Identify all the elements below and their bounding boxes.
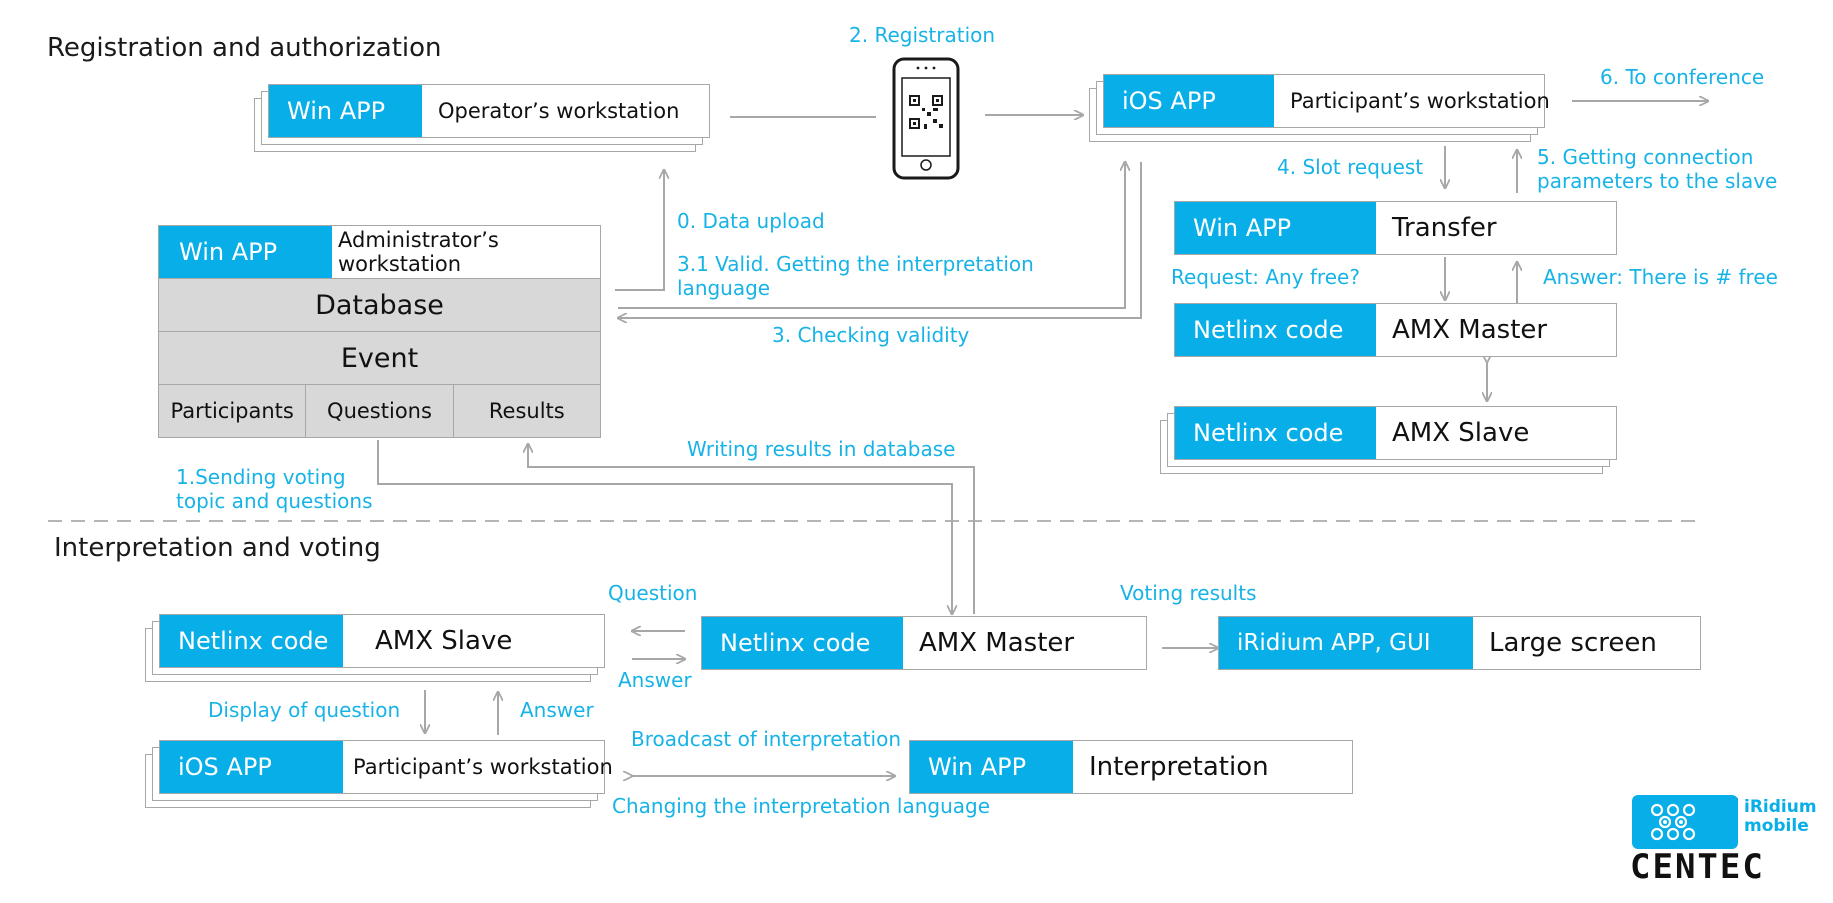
results-cell: Results [453, 385, 600, 437]
operator-workstation-box: Win APP Operator’s workstation [268, 84, 710, 138]
box-tag: iOS APP [160, 741, 343, 793]
box-name: AMX Slave [375, 626, 513, 656]
centec-iridium-logo: iRidium mobile CENTEC [1630, 793, 1817, 887]
centec-wordmark: CENTEC [1630, 847, 1765, 887]
mobile-word: mobile [1744, 816, 1809, 836]
label-data-upload: 0. Data upload [677, 209, 825, 233]
arrow-sending-voting [377, 440, 952, 614]
amx-master-bottom-box: Netlinx code AMX Master [701, 616, 1147, 670]
label-answer-up: Answer [520, 698, 594, 722]
database-cells-row: Participants Questions Results [158, 385, 601, 438]
box-name: Participant’s workstation [1290, 89, 1550, 113]
participant-workstation-top-box: iOS APP Participant’s workstation [1103, 74, 1550, 128]
section-title-registration: Registration and authorization [47, 33, 442, 63]
large-screen-box: iRidium APP, GUI Large screen [1218, 616, 1701, 670]
amx-master-top-box: Netlinx code AMX Master [1174, 303, 1617, 357]
box-tag: Netlinx code [1175, 407, 1376, 459]
label-voting-results: Voting results [1120, 581, 1257, 605]
box-tag: Netlinx code [1175, 304, 1376, 356]
box-tag: Win APP [910, 741, 1073, 793]
label-getting-connection-1: 5. Getting connection [1537, 145, 1754, 169]
database-row: Database [158, 279, 601, 332]
box-tag: Win APP [1175, 202, 1376, 254]
box-tag: iOS APP [1104, 75, 1274, 127]
label-registration: 2. Registration [849, 23, 996, 47]
section-title-interpretation: Interpretation and voting [54, 533, 381, 563]
administrator-database-block: Win APP Administrator’s workstation Data… [158, 225, 601, 438]
box-name: Administrator’s workstation [338, 228, 499, 276]
transfer-box: Win APP Transfer [1174, 201, 1617, 255]
label-slot-request: 4. Slot request [1277, 155, 1424, 179]
label-broadcast: Broadcast of interpretation [631, 727, 901, 751]
label-valid-2: language [677, 276, 771, 300]
label-request-free: Request: Any free? [1171, 265, 1360, 289]
label-question: Question [608, 581, 698, 605]
label-sending-voting-2: topic and questions [176, 489, 373, 513]
iridium-word: iRidium [1744, 797, 1817, 817]
label-answer-right: Answer [618, 668, 692, 692]
label-checking-validity: 3. Checking validity [772, 323, 970, 347]
label-display-question: Display of question [208, 698, 401, 722]
label-sending-voting-1: 1.Sending voting [176, 465, 346, 489]
iridium-logo-mark-icon [1632, 795, 1738, 849]
event-row: Event [158, 332, 601, 385]
participants-cell: Participants [159, 385, 307, 437]
box-tag: iRidium APP, GUI [1219, 617, 1473, 669]
questions-cell: Questions [306, 385, 454, 437]
label-getting-connection-2: parameters to the slave [1537, 169, 1778, 193]
smartphone-qr-icon [892, 57, 960, 180]
box-name: Interpretation [1089, 752, 1269, 782]
arrow-valid-language [618, 162, 1125, 309]
label-to-conference: 6. To conference [1600, 65, 1765, 89]
interpretation-box: Win APP Interpretation [909, 740, 1353, 794]
participant-workstation-bottom-box: iOS APP Participant’s workstation [159, 740, 613, 794]
amx-slave-top-box: Netlinx code AMX Slave [1174, 406, 1617, 460]
administrator-workstation-row: Win APP Administrator’s workstation [158, 225, 601, 279]
box-tag: Win APP [159, 226, 332, 278]
label-changing-language: Changing the interpretation language [612, 794, 990, 818]
box-tag: Win APP [269, 85, 422, 137]
box-name: Operator’s workstation [438, 99, 680, 123]
label-writing-results: Writing results in database [687, 437, 956, 461]
iridium-wordmark: iRidium mobile [1736, 798, 1817, 836]
box-name: Large screen [1489, 628, 1657, 658]
label-valid-1: 3.1 Valid. Getting the interpretation [677, 252, 1034, 276]
arrow-writing-results [528, 444, 975, 614]
arrow-data-upload [615, 170, 664, 291]
box-tag: Netlinx code [702, 617, 903, 669]
box-name: AMX Master [1392, 315, 1548, 345]
box-name: Participant’s workstation [353, 755, 613, 779]
arrow-checking-validity [618, 162, 1142, 318]
label-answer-free: Answer: There is # free [1543, 265, 1778, 289]
box-name: AMX Slave [1392, 418, 1530, 448]
amx-slave-bottom-box: Netlinx code AMX Slave [159, 614, 605, 668]
box-name: AMX Master [919, 628, 1075, 658]
box-name: Transfer [1392, 213, 1497, 243]
box-tag: Netlinx code [160, 615, 343, 667]
